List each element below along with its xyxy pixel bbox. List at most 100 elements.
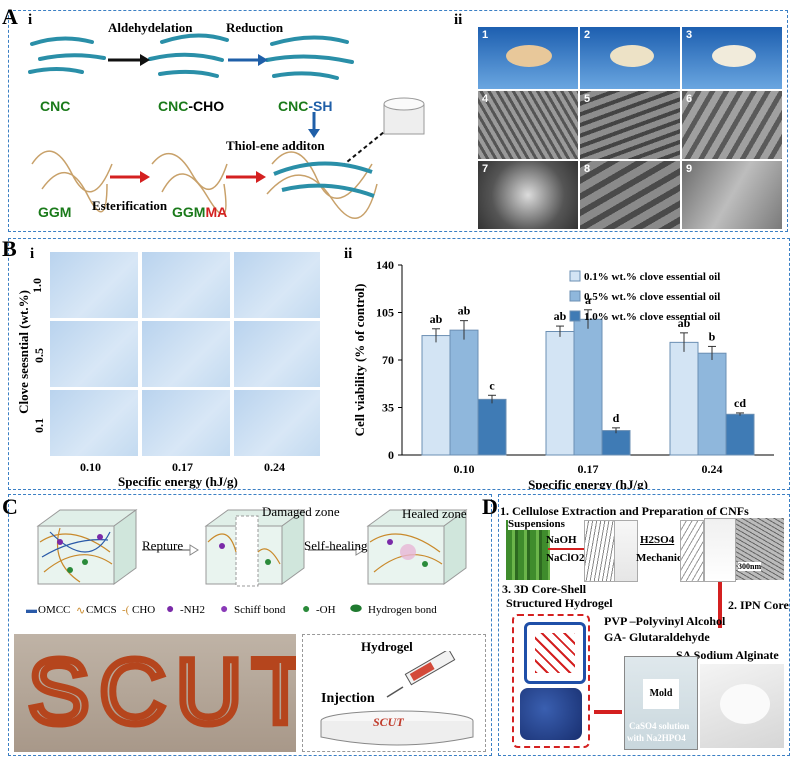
panel-a-ii-grid: 1 2 3 4 5 6 7 8 9 <box>477 26 783 230</box>
legend-swatch <box>569 310 581 322</box>
label-cnc: CNC <box>40 98 71 114</box>
label-naoh: NaOH <box>546 534 577 546</box>
micrograph <box>142 321 230 387</box>
label-core-shell-1: 3. 3D Core-Shell <box>502 582 587 596</box>
panel-d-title: 1. Cellulose Extraction and Preparation … <box>500 504 749 518</box>
col-label-2: 0.17 <box>172 460 193 474</box>
x-tick-label: 0.10 <box>454 462 475 476</box>
significance-label: c <box>489 378 495 392</box>
legend-label: 0.1% wt.% clove essential oil <box>584 271 720 283</box>
x-tick-label: 0.17 <box>578 462 599 476</box>
hydrogel-photo <box>520 688 582 740</box>
sem-6: 6 <box>681 90 783 160</box>
label-with-na2hpo4: with Na2HPO4 <box>627 733 686 743</box>
beaker-photo-2 <box>704 518 736 582</box>
core-shell-box <box>512 614 590 748</box>
label-self-healing: Self-healing <box>304 538 368 553</box>
significance-label: cd <box>734 396 746 410</box>
fiber-photo-2 <box>680 520 704 582</box>
row-label-3: 0.1 <box>32 418 46 433</box>
label-hydrogel: Hydrogel <box>361 639 413 654</box>
micrograph <box>234 252 320 318</box>
label-ggmma: GGMMA <box>172 204 228 220</box>
bar <box>725 413 755 456</box>
scut-text: SCUT <box>24 638 296 747</box>
col-label-3: 0.24 <box>264 460 285 474</box>
significance-label: d <box>613 411 620 425</box>
panel-a <box>8 10 788 232</box>
x-axis-label: Specific energy (hJ/g) <box>528 477 648 489</box>
micrograph <box>142 390 230 456</box>
label-pvp: PVP –Polyvinyl Alcohol <box>604 614 726 628</box>
legend-hbond: Hydrogen bond <box>368 604 437 616</box>
panel-a-scheme <box>28 33 425 219</box>
significance-label: a <box>585 293 591 307</box>
label-repture: Repture <box>142 538 184 553</box>
legend-schiff: Schiff bond <box>234 604 286 616</box>
panel-b-i-label: i <box>30 246 35 262</box>
sem-7: 7 <box>477 160 579 230</box>
label-ipn-core: 2. IPN Core <box>728 598 789 612</box>
micrograph <box>50 252 138 318</box>
micrograph-xlabel: Specific energy (hJ/g) <box>118 474 238 489</box>
significance-label: ab <box>430 312 443 326</box>
significance-label: ab <box>678 316 691 330</box>
micrograph <box>50 390 138 456</box>
label-core-shell-2: Structured Hydrogel <box>506 596 613 610</box>
core-shell-model <box>524 622 586 684</box>
y-axis-label: Cell viability (% of control) <box>352 284 367 437</box>
bar <box>697 352 727 456</box>
sem-4: 4 <box>477 90 579 160</box>
row-label-2: 0.5 <box>32 348 46 363</box>
x-tick-label: 0.24 <box>702 462 723 476</box>
legend-swatch <box>569 270 581 282</box>
sem-5: 5 <box>579 90 681 160</box>
legend-omcc: OMCC <box>38 604 71 616</box>
bar <box>449 329 479 456</box>
col-label-1: 0.10 <box>80 460 101 474</box>
step-aldehydelation: Aldehydelation <box>108 20 193 35</box>
bar <box>669 341 699 456</box>
y-tick-label: 105 <box>376 306 394 320</box>
significance-label: ab <box>458 304 471 318</box>
panel-d-label: D <box>482 494 498 519</box>
label-ggm: GGM <box>38 204 72 220</box>
label-ga: GA- Glutaraldehyde <box>604 630 710 644</box>
panel-c-label: C <box>2 494 18 519</box>
red-arrow-left <box>594 710 622 714</box>
legend-cho: CHO <box>132 604 156 616</box>
legend-swatch <box>569 290 581 302</box>
scut-photo: SCUT <box>14 634 296 752</box>
legend-nh2: -NH2 <box>180 604 206 616</box>
micrograph-ylabel: Clove seesntial (wt.%) <box>15 290 31 414</box>
panel-c <box>8 494 492 756</box>
sem-9: 9 <box>681 160 783 230</box>
micrograph <box>234 321 320 387</box>
bar <box>477 398 507 456</box>
y-tick-label: 0 <box>388 448 394 462</box>
panel-d <box>498 494 790 756</box>
photo-2: 2 <box>579 26 681 90</box>
y-tick-label: 70 <box>382 353 394 367</box>
scale-label: 300nm <box>738 562 762 571</box>
y-tick-label: 140 <box>376 258 394 272</box>
arrow-1 <box>548 548 584 550</box>
label-mechanical: Mechanical <box>636 552 691 564</box>
label-cnc-sh: CNC-SH <box>278 98 333 114</box>
label-cnc-cho: CNC-CHO <box>158 98 225 114</box>
panel-b-label: B <box>2 236 17 261</box>
injection-box: Hydrogel Injection SCUT <box>302 634 486 752</box>
label-naclo2: NaClO2 <box>546 552 585 564</box>
significance-label: b <box>709 329 716 343</box>
bar <box>601 430 631 456</box>
label-h2so4: H2SO4 <box>640 534 675 546</box>
bar <box>545 331 575 456</box>
y-tick-label: 35 <box>382 401 394 415</box>
red-arrow-down <box>718 582 722 628</box>
syringe-icon <box>386 651 456 698</box>
dish-scut: SCUT <box>373 715 404 729</box>
micrograph-grid <box>50 252 320 456</box>
panel-a-label: A <box>2 4 18 29</box>
step-thiol-ene: Thiol-ene additon <box>226 138 325 153</box>
